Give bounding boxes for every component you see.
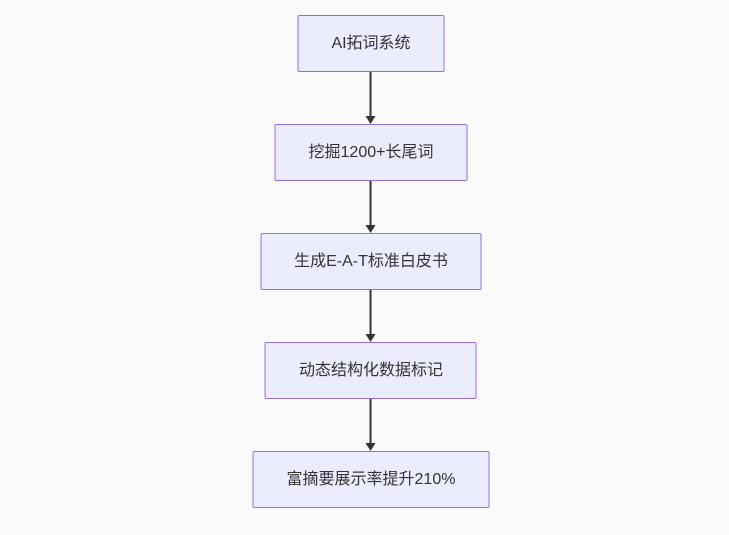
arrow-down-icon <box>366 399 376 451</box>
arrow-line <box>370 72 372 116</box>
arrow-down-icon <box>366 290 376 342</box>
arrow-head <box>366 443 376 451</box>
flow-node-ai-keyword-system: AI拓词系统 <box>297 15 445 72</box>
arrow-line <box>370 399 372 443</box>
flow-node-longtail-mining: 挖掘1200+长尾词 <box>274 124 468 181</box>
arrow-down-icon <box>366 181 376 233</box>
arrow-line <box>370 181 372 225</box>
arrow-down-icon <box>366 72 376 124</box>
arrow-head <box>366 225 376 233</box>
arrow-line <box>370 290 372 334</box>
flow-node-rich-snippet-uplift: 富摘要展示率提升210% <box>252 451 490 508</box>
flow-node-structured-data-markup: 动态结构化数据标记 <box>264 342 477 399</box>
arrow-head <box>366 116 376 124</box>
flow-node-eat-whitepaper: 生成E-A-T标准白皮书 <box>260 233 482 290</box>
arrow-head <box>366 334 376 342</box>
flowchart: AI拓词系统 挖掘1200+长尾词 生成E-A-T标准白皮书 动态结构化数据标记… <box>252 15 490 508</box>
